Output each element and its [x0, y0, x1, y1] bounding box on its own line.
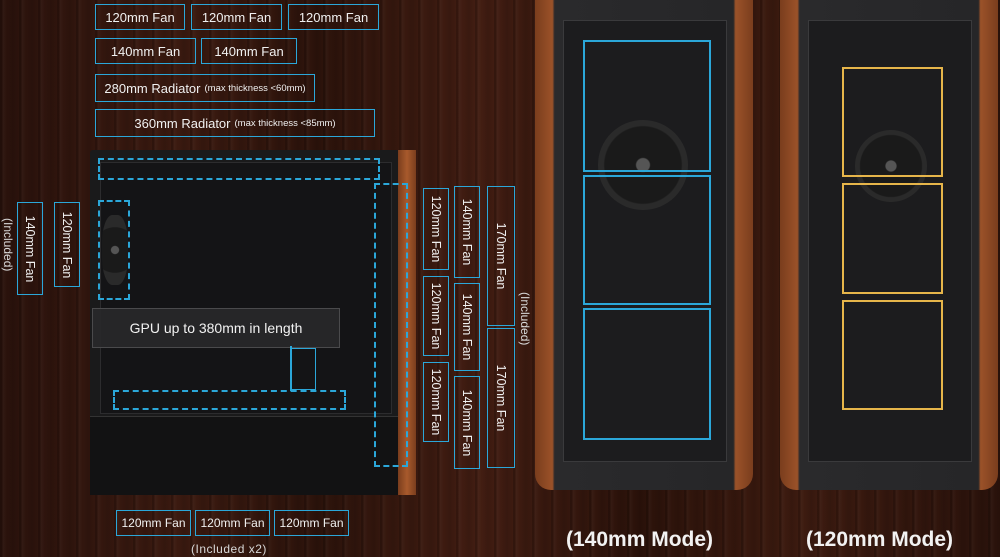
- radiator-360-main: 360mm Radiator: [134, 115, 231, 131]
- motherboard-area: [100, 162, 392, 414]
- bottom-mount-dashed: [113, 390, 346, 410]
- left-fan-120-label: 120mm Fan: [54, 202, 80, 287]
- front-fan-120-3: 120mm Fan: [423, 362, 449, 442]
- front-140-fan-icon: [598, 120, 688, 210]
- bottom-fan-120-1: 120mm Fan: [116, 510, 191, 536]
- front-fan-140-1-text: 140mm Fan: [460, 198, 474, 266]
- front-fan-120-1: 120mm Fan: [423, 188, 449, 270]
- front-fan-140-3-text: 140mm Fan: [460, 389, 474, 456]
- front-fan-140-2: 140mm Fan: [454, 283, 480, 371]
- top-fan-140-1: 140mm Fan: [95, 38, 196, 64]
- top-fan-120-1: 120mm Fan: [95, 4, 185, 30]
- bottom-fan-120-2: 120mm Fan: [195, 510, 270, 536]
- front-mount-dashed: [374, 183, 408, 467]
- rear-fan-icon: [102, 215, 128, 285]
- mode-120-slot-3: [842, 300, 943, 410]
- mode-120-label: (120mm Mode): [806, 528, 954, 551]
- front-included-note: (Included): [518, 292, 532, 346]
- front-fan-170-1: 170mm Fan: [487, 186, 515, 326]
- mode-140-label: (140mm Mode): [566, 528, 714, 551]
- mode-140-slot-1: [583, 40, 711, 172]
- mode-140-slot-2: [583, 175, 711, 305]
- front-fan-140-1: 140mm Fan: [454, 186, 480, 278]
- radiator-360-note: (max thickness <85mm): [234, 117, 336, 129]
- front-fan-170-1-text: 170mm Fan: [494, 222, 508, 290]
- gpu-bracket-box: [290, 348, 316, 390]
- radiator-360-label: 360mm Radiator(max thickness <85mm): [95, 109, 375, 137]
- front-fan-140-3: 140mm Fan: [454, 376, 480, 469]
- front-fan-120-1-text: 120mm Fan: [429, 195, 443, 263]
- gpu-length-label: GPU up to 380mm in length: [92, 308, 340, 348]
- radiator-280-label: 280mm Radiator(max thickness <60mm): [95, 74, 315, 102]
- front-case-140-mode: [535, 0, 753, 490]
- left-fan-140-text: 140mm Fan: [23, 215, 37, 282]
- mode-120-slot-1: [842, 67, 943, 177]
- top-fan-120-3: 120mm Fan: [288, 4, 379, 30]
- case-side-view: [90, 150, 416, 495]
- front-120-fan-icon: [855, 130, 927, 202]
- mode-140-slot-3: [583, 308, 711, 440]
- front-case-120-interior: [808, 20, 972, 462]
- front-fan-170-2: 170mm Fan: [487, 328, 515, 468]
- left-fan-120-text: 120mm Fan: [60, 211, 74, 278]
- bottom-fan-120-3: 120mm Fan: [274, 510, 349, 536]
- front-fan-140-2-text: 140mm Fan: [460, 293, 474, 361]
- top-fan-140-2: 140mm Fan: [201, 38, 297, 64]
- radiator-280-note: (max thickness <60mm): [204, 82, 306, 94]
- front-fan-120-2-text: 120mm Fan: [429, 282, 443, 350]
- front-fan-120-2: 120mm Fan: [423, 276, 449, 356]
- left-fan-140-label: 140mm Fan: [17, 202, 43, 295]
- front-fan-170-2-text: 170mm Fan: [494, 364, 508, 432]
- psu-shroud: [90, 416, 398, 495]
- left-included-note: (Included): [1, 218, 15, 272]
- top-mount-dashed: [98, 158, 380, 180]
- mode-120-slot-2: [842, 183, 943, 294]
- front-fan-120-3-text: 120mm Fan: [429, 368, 443, 436]
- front-case-140-interior: [563, 20, 727, 462]
- bottom-included-note: (Included x2): [191, 542, 267, 556]
- top-fan-120-2: 120mm Fan: [191, 4, 282, 30]
- radiator-280-main: 280mm Radiator: [104, 80, 201, 96]
- rear-fan-dashed: [98, 200, 130, 300]
